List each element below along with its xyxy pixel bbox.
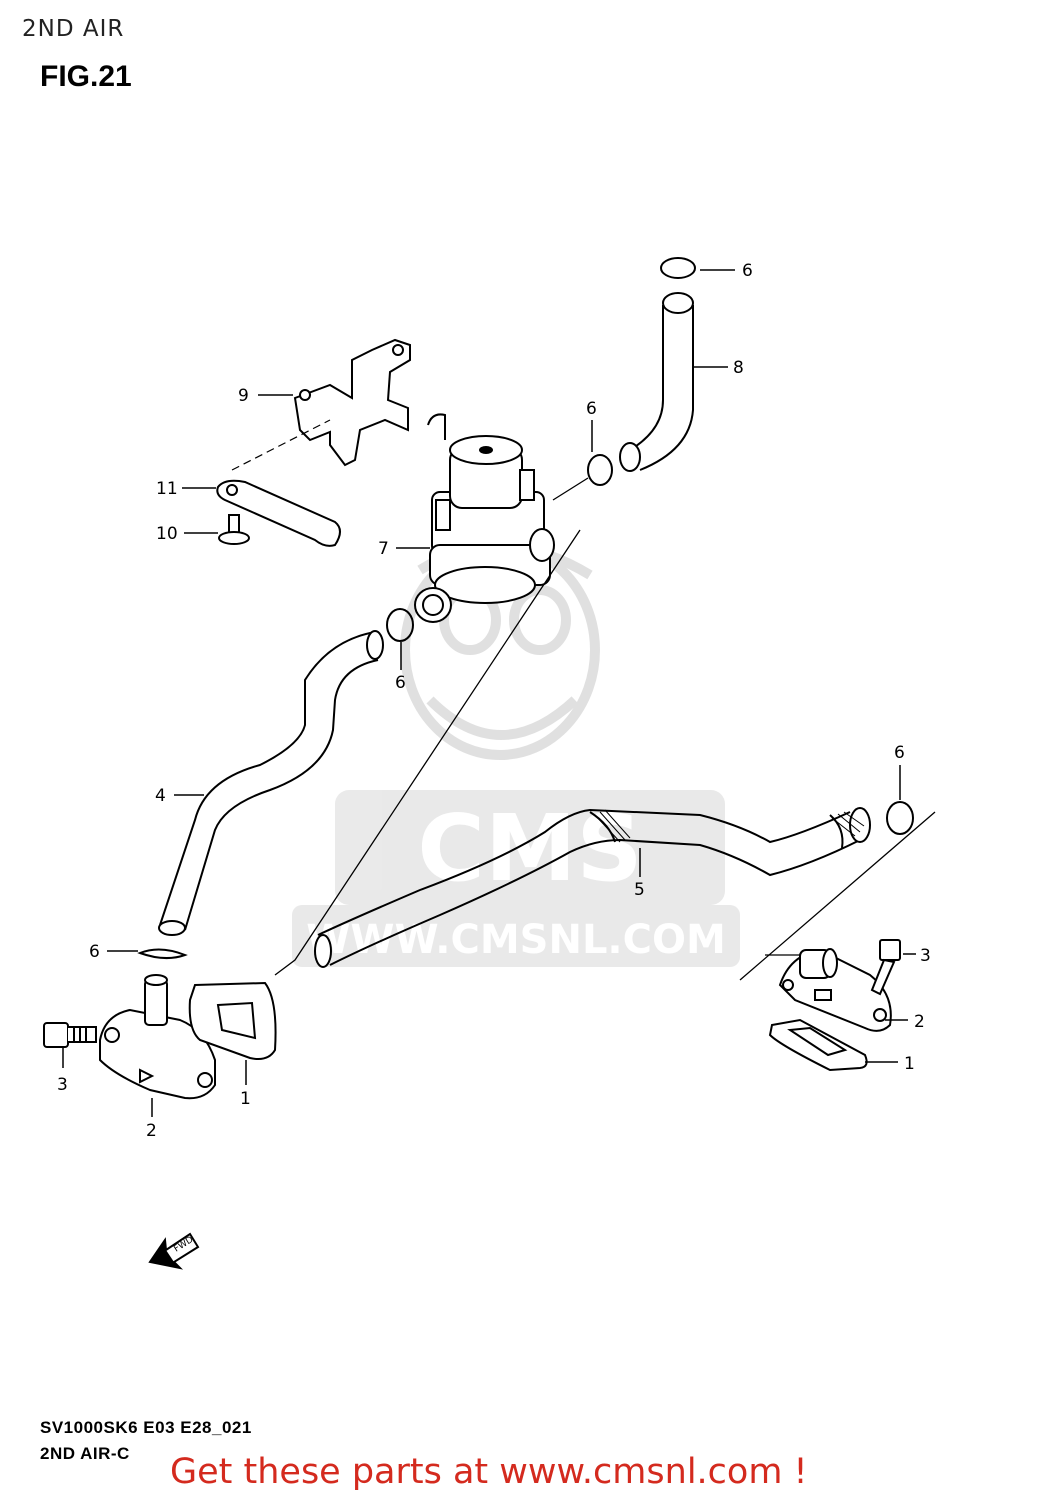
watermark-url-block: WWW.CMSNL.COM <box>292 905 740 967</box>
figure-title: FIG.21 <box>40 60 132 93</box>
callout-10: 10 <box>156 524 178 544</box>
callout-2-right: 2 <box>914 1012 925 1032</box>
connector-valve-hose8 <box>552 477 589 501</box>
callout-5: 5 <box>634 880 645 900</box>
callout-6-right: 6 <box>894 743 905 763</box>
part-1-gasket-right <box>768 1018 868 1072</box>
callout-1-left: 1 <box>240 1089 251 1109</box>
part-1-gasket-left <box>188 981 277 1060</box>
callout-11: 11 <box>156 479 178 499</box>
callout-6-lower-left: 6 <box>89 942 100 962</box>
callout-6-valve-inlet: 6 <box>395 673 406 693</box>
part-3-bolt-left <box>43 1022 97 1048</box>
part-6-clamp-right <box>886 801 914 835</box>
part-7-valve <box>414 413 555 623</box>
part-5-hose <box>314 807 871 968</box>
watermark-brand: CMS <box>417 795 642 902</box>
part-5-hose-braid <box>594 809 865 843</box>
part-8-hose <box>619 292 694 472</box>
part-2-fitting-right <box>778 948 892 1032</box>
fwd-arrow-icon: FWD <box>148 1232 200 1270</box>
part-3-bolt-right <box>870 939 901 996</box>
callout-8: 8 <box>733 358 744 378</box>
part-10-screw <box>218 514 250 545</box>
part-6-clamp-top <box>660 257 696 279</box>
watermark-url: WWW.CMSNL.COM <box>306 917 726 963</box>
part-11-strap <box>216 479 341 547</box>
callout-6-top: 6 <box>742 261 753 281</box>
watermark-brand-block: CMS <box>335 790 725 905</box>
part-6-clamp-valve-outlet <box>587 454 613 486</box>
section-title: 2ND AIR <box>22 16 125 42</box>
dashed-guide-9-11 <box>231 419 331 471</box>
part-6-clamp-lower-left <box>137 948 188 959</box>
assembly-guide-lines <box>274 529 936 981</box>
callout-4: 4 <box>155 786 166 806</box>
callout-3-left: 3 <box>57 1075 68 1095</box>
part-9-bracket <box>293 338 411 467</box>
part-4-hose <box>158 630 384 936</box>
callout-9: 9 <box>238 386 249 406</box>
part-2-fitting-left <box>99 974 216 1100</box>
model-code: SV1000SK6 E03 E28_021 <box>40 1418 252 1437</box>
callout-2-left: 2 <box>146 1121 157 1141</box>
callout-6-valve-outlet: 6 <box>586 399 597 419</box>
callout-7: 7 <box>378 539 389 559</box>
diagram-code: 2ND AIR-C <box>40 1444 130 1463</box>
callout-3-right: 3 <box>920 946 931 966</box>
watermark: CMS WWW.CMSNL.COM <box>292 540 740 967</box>
callout-1-right: 1 <box>904 1054 915 1074</box>
parts-cta-link[interactable]: Get these parts at www.cmsnl.com ! <box>170 1452 808 1492</box>
part-6-clamp-valve-inlet <box>386 608 414 642</box>
